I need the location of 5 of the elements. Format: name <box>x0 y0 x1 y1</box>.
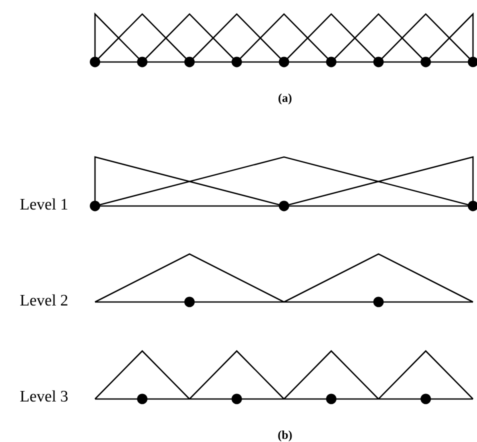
subfigure-label: (b) <box>278 430 292 442</box>
level-label: Level 3 <box>20 390 68 402</box>
level-label: Level 2 <box>20 294 68 306</box>
subfigure-label: (a) <box>278 94 292 104</box>
level-label: Level 1 <box>20 198 68 210</box>
